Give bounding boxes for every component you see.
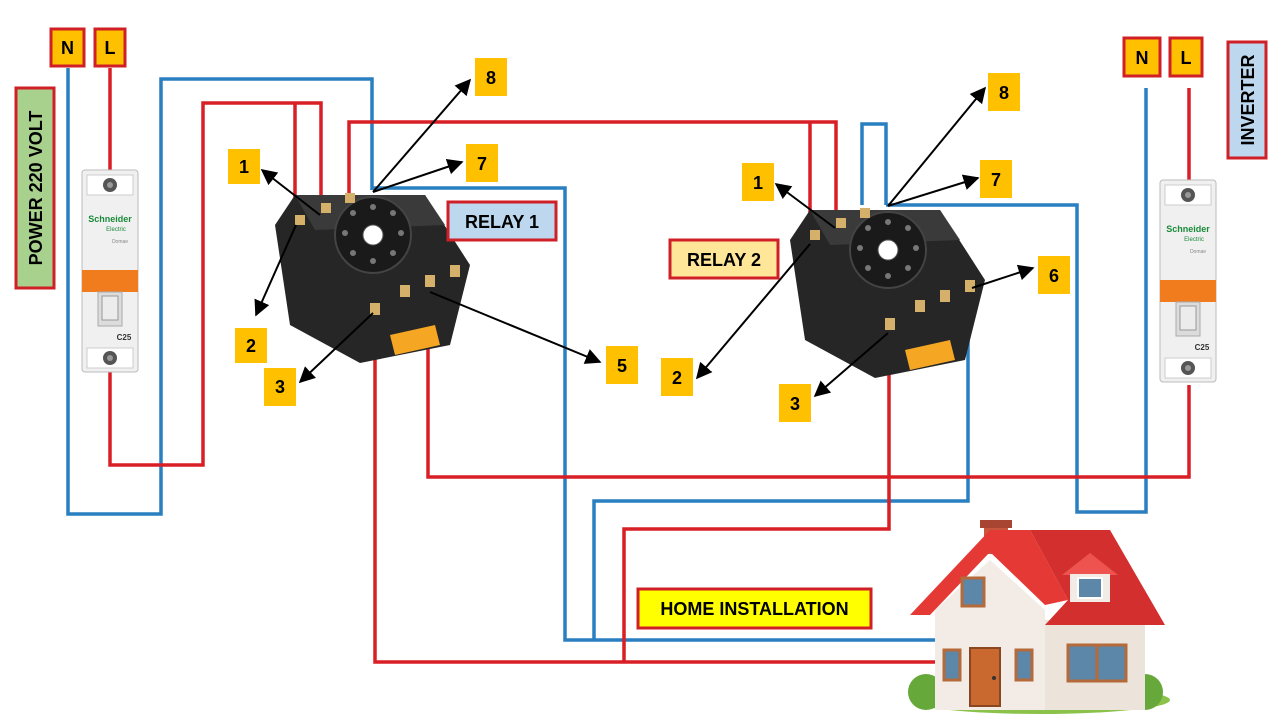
wire-relay1-pin5-inverter (426, 295, 1191, 479)
breaker-brand-sub: Electric (106, 227, 126, 233)
svg-text:3: 3 (790, 394, 800, 414)
r2-pin7-label: 7 (980, 160, 1012, 198)
svg-text:6: 6 (1049, 266, 1059, 286)
relay-socket-icon (790, 208, 985, 378)
svg-text:8: 8 (486, 68, 496, 88)
arrow-r2-pin8 (887, 86, 987, 207)
arrow-r2-pin2 (695, 243, 811, 380)
svg-text:RELAY 1: RELAY 1 (465, 212, 539, 232)
breaker-rating: C25 (117, 333, 132, 342)
wire-relay1-pin7-home (372, 186, 935, 642)
inverter-label: INVERTER (1226, 40, 1268, 160)
r1-pin2-label: 2 (235, 328, 267, 363)
left-n-label: N (49, 27, 86, 68)
relay1-pin-labels: 1 2 3 5 7 8 (228, 58, 638, 406)
r2-pin3-label: 3 (779, 384, 811, 422)
right-l-label: L (1168, 36, 1204, 78)
svg-text:8: 8 (999, 83, 1009, 103)
r1-pin1-label: 1 (228, 149, 260, 184)
svg-text:INVERTER: INVERTER (1238, 54, 1258, 145)
circuit-breaker-icon: Schneider Electric Domae C25 (81, 169, 139, 373)
breaker-brand: Schneider (1166, 224, 1210, 234)
wire-relay2-pin6-home (592, 285, 970, 640)
wire-mains-neutral (66, 68, 374, 516)
svg-text:POWER 220 VOLT: POWER 220 VOLT (26, 111, 46, 266)
arrow-r2-pin6 (971, 264, 1035, 289)
pin-arrows (254, 78, 1035, 398)
r1-pin7-label: 7 (466, 144, 498, 182)
arrow-r2-pin7 (887, 174, 980, 207)
breaker-brand: Schneider (88, 214, 132, 224)
r2-pin6-label: 6 (1038, 256, 1070, 294)
circuit-breaker-icon: Schneider Electric Domae C25 (1159, 179, 1217, 383)
r2-pin2-label: 2 (661, 358, 693, 396)
svg-text:2: 2 (672, 368, 682, 388)
wires (66, 68, 1191, 664)
relay-socket-icon (275, 193, 470, 363)
wire-mains-breaker-out (108, 101, 323, 467)
breaker-rating: C25 (1195, 343, 1210, 352)
relay2-label: RELAY 2 (668, 238, 780, 280)
wire-relay1-to-relay2 (347, 120, 838, 225)
breaker-series: Domae (112, 239, 128, 245)
neutral-wires (66, 68, 1148, 642)
svg-text:HOME INSTALLATION: HOME INSTALLATION (660, 599, 848, 619)
arrow-r1-pin7 (372, 159, 464, 193)
wire-relay2-pin8 (860, 122, 888, 205)
breaker-brand-sub: Electric (1184, 237, 1204, 243)
r1-pin8-label: 8 (475, 58, 507, 96)
relay1-label: RELAY 1 (446, 200, 558, 242)
relay2-pin-labels: 1 2 3 6 7 8 (661, 73, 1070, 422)
svg-text:7: 7 (477, 154, 487, 174)
arrow-r1-pin8 (372, 78, 472, 193)
r2-pin8-label: 8 (988, 73, 1020, 111)
svg-text:RELAY 2: RELAY 2 (687, 250, 761, 270)
wire-inverter-neutral (886, 88, 1148, 514)
arrow-r1-pin5 (429, 291, 602, 364)
arrow-r1-pin2 (254, 224, 297, 317)
arrow-r1-pin1 (260, 169, 321, 216)
svg-text:1: 1 (753, 173, 763, 193)
svg-text:2: 2 (246, 336, 256, 356)
r1-pin3-label: 3 (264, 368, 296, 406)
svg-text:7: 7 (991, 170, 1001, 190)
power-label: POWER 220 VOLT (14, 86, 56, 290)
live-wires (108, 68, 1191, 664)
wire-relay1-pin3-home (373, 315, 935, 664)
home-installation-label: HOME INSTALLATION (636, 587, 873, 630)
r1-pin5-label: 5 (606, 346, 638, 384)
arrow-r2-pin1 (774, 183, 836, 229)
r2-pin1-label: 1 (742, 163, 774, 201)
svg-text:1: 1 (239, 157, 249, 177)
right-n-label: N (1122, 36, 1162, 78)
wire-relay2-pin3-home (622, 330, 891, 662)
left-l-label: L (93, 27, 127, 68)
arrow-r1-pin3 (298, 312, 374, 384)
arrow-r2-pin3 (813, 332, 889, 398)
svg-text:5: 5 (617, 356, 627, 376)
svg-text:N: N (1136, 48, 1149, 68)
breaker-series: Domae (1190, 249, 1206, 255)
house-icon (908, 520, 1170, 714)
svg-text:N: N (61, 38, 74, 58)
svg-text:L: L (1181, 48, 1192, 68)
svg-text:3: 3 (275, 377, 285, 397)
svg-text:L: L (105, 38, 116, 58)
